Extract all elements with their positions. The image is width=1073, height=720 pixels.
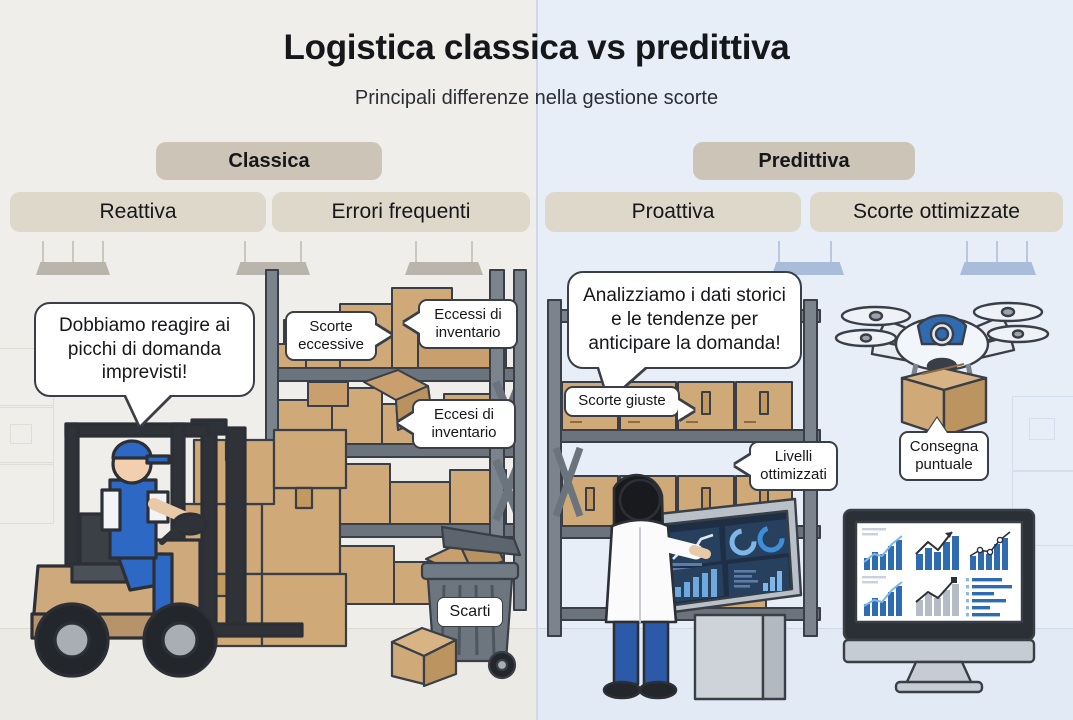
illustration-forklift-with-operator <box>14 418 304 693</box>
callout-tail <box>735 455 751 475</box>
callout-text: Consegna puntuale <box>909 437 979 473</box>
callout-text: Scarti <box>449 603 491 621</box>
callout-tail <box>375 325 391 345</box>
illustration-floor-carton <box>388 624 460 688</box>
wall-shelf-outline <box>0 462 54 524</box>
monitor-chart-4 <box>862 576 903 616</box>
monitor-chart-3 <box>969 531 1011 570</box>
illustration-analyst-woman <box>590 472 711 712</box>
callout-consegna-puntuale: Consegna puntuale <box>899 418 989 481</box>
callout-eccesi-di-inventario: Eccesi di inventario <box>398 399 516 449</box>
callout-livelli-ottimizzati: Livelli ottimizzati <box>735 441 838 491</box>
wall-shelf-box <box>1029 418 1055 440</box>
callout-tail <box>398 413 414 433</box>
callout-tail <box>927 418 947 433</box>
callout-tail <box>678 400 694 420</box>
pill-text: Classica <box>228 149 310 172</box>
panel-divider <box>536 0 538 720</box>
pill-text: Proattiva <box>631 200 715 223</box>
label-pill-scorte-ottimizzate: Scorte ottimizzate <box>810 192 1063 232</box>
callout-text: Scorte giuste <box>578 392 666 410</box>
speech-bubble-classica: Dobbiamo reagire ai picchi di domanda im… <box>34 302 255 425</box>
callout-text: Eccessi di inventario <box>434 305 502 341</box>
pill-text: Scorte ottimizzate <box>853 200 1020 223</box>
wall-shelf-outline <box>1012 470 1073 546</box>
monitor-chart-2 <box>915 531 959 570</box>
pill-text: Errori frequenti <box>331 200 471 223</box>
illustration-analytics-kiosk <box>645 497 805 702</box>
page-title: Logistica classica vs predittiva <box>283 28 790 67</box>
callout-text: Scorte eccessive <box>298 317 364 353</box>
pill-text: Predittiva <box>758 149 850 172</box>
label-pill-predittiva: Predittiva <box>693 142 915 180</box>
pill-text: Reattiva <box>99 200 177 223</box>
callout-text: Eccesi di inventario <box>431 405 497 441</box>
speech-bubble-tail <box>126 395 170 425</box>
speech-bubble-text: Analizziamo i dati storici e le tendenze… <box>583 285 786 354</box>
callout-eccessi-di-inventario: Eccessi di inventario <box>404 299 518 349</box>
speech-bubble-predittiva: Analizziamo i dati storici e le tendenze… <box>567 271 802 399</box>
callout-scorte-giuste: Scorte giuste <box>564 386 694 420</box>
label-pill-proattiva: Proattiva <box>545 192 801 232</box>
wall-shelf-outline <box>0 405 54 465</box>
monitor-chart-5 <box>915 577 959 616</box>
wall-shelf-box <box>10 424 32 444</box>
label-pill-reattiva: Reattiva <box>10 192 266 232</box>
callout-tail <box>404 313 420 333</box>
page-subtitle: Principali differenze nella gestione sco… <box>354 87 719 109</box>
label-pill-classica: Classica <box>156 142 382 180</box>
monitor-chart-6 <box>966 578 1012 617</box>
illustration-delivery-drone <box>830 282 1055 442</box>
callout-scorte-eccessive: Scorte eccessive <box>285 311 391 361</box>
callout-text: Livelli ottimizzati <box>760 447 827 483</box>
wall-shelf-outline <box>1012 396 1073 472</box>
callout-scarti: Scarti <box>437 597 503 627</box>
speech-bubble-text: Dobbiamo reagire ai picchi di domanda im… <box>58 314 231 384</box>
monitor-chart-1 <box>862 528 903 570</box>
illustration-monitor-dashboard <box>840 506 1040 696</box>
label-pill-errori-frequenti: Errori frequenti <box>272 192 530 232</box>
